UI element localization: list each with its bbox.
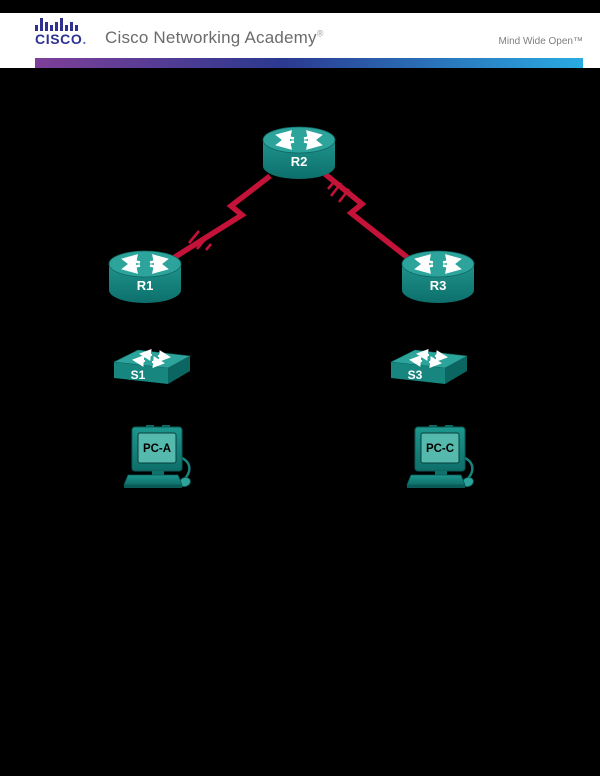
- cisco-logo-text: CISCO.: [35, 32, 87, 46]
- serial-link-r2-r3: [323, 171, 410, 261]
- serial-link-marking-icon: [327, 182, 351, 203]
- pc-icon: PC-C: [406, 425, 474, 488]
- academy-title: Cisco Networking Academy®: [105, 28, 324, 48]
- serial-link-r1-r2: [165, 173, 272, 265]
- device-label-pc-a: PC-A: [143, 443, 171, 455]
- device-label-s3: S3: [408, 368, 423, 382]
- tagline: Mind Wide Open™: [498, 36, 583, 47]
- registered-mark: ®: [316, 28, 324, 39]
- device-label-r3: R3: [430, 278, 447, 293]
- page-header: CISCO. Cisco Networking Academy® Mind Wi…: [0, 13, 600, 68]
- cisco-logo-dot: .: [82, 31, 87, 47]
- device-r2: R2: [262, 126, 336, 189]
- cisco-wordmark: CISCO: [35, 31, 83, 47]
- device-s3: S3: [389, 342, 469, 391]
- router-icon: R1: [108, 250, 182, 303]
- topology-diagram: R2 R1: [0, 68, 600, 776]
- device-pc-a: PC-A: [122, 425, 198, 498]
- device-label-r1: R1: [137, 278, 154, 293]
- device-label-s1: S1: [131, 368, 146, 382]
- device-label-r2: R2: [291, 154, 308, 169]
- serial-link-marking-icon: [188, 230, 212, 251]
- header-gradient-bar: [35, 58, 583, 68]
- device-label-pc-c: PC-C: [426, 443, 454, 455]
- switch-icon: S1: [112, 348, 191, 384]
- device-r3: R3: [401, 250, 475, 313]
- pc-icon: PC-A: [123, 425, 191, 488]
- academy-title-text: Cisco Networking Academy: [105, 28, 317, 47]
- router-icon: R2: [262, 126, 336, 179]
- cisco-logo-bars-icon: [35, 16, 87, 31]
- serial-links-layer: [165, 171, 410, 265]
- switch-icon: S3: [389, 348, 468, 384]
- device-pc-c: PC-C: [405, 425, 481, 498]
- device-s1: S1: [112, 342, 192, 391]
- router-icon: R3: [401, 250, 475, 303]
- cisco-logo: CISCO.: [35, 16, 87, 46]
- device-r1: R1: [108, 250, 182, 313]
